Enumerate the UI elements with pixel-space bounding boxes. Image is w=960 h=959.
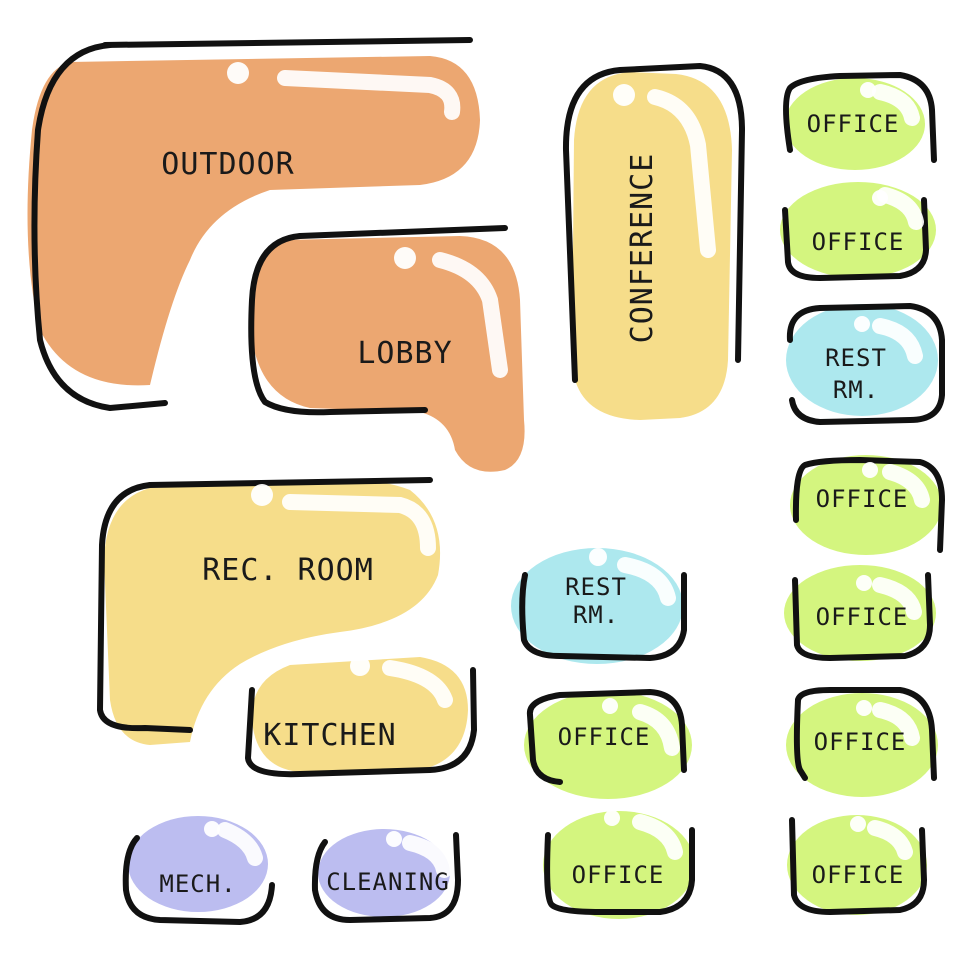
room-office-right-6: OFFICE (787, 815, 927, 915)
kitchen-label: KITCHEN (263, 718, 396, 753)
mech-label: MECH. (159, 870, 236, 898)
conference-label: CONFERENCE (625, 153, 660, 344)
lobby-label: LOBBY (357, 336, 452, 371)
rest-room-center-label-line1: REST (565, 573, 627, 601)
room-mech: MECH. (122, 816, 275, 925)
office-center-2-label: OFFICE (572, 861, 665, 889)
room-outdoor: OUTDOOR (27, 37, 480, 411)
office-right-1-label: OFFICE (807, 110, 900, 138)
room-rec-room: REC. ROOM (97, 477, 441, 745)
rec-room-label: REC. ROOM (202, 553, 374, 588)
room-office-right-1: OFFICE (783, 72, 937, 170)
room-rest-room-right: REST RM. (786, 303, 945, 425)
room-lobby: LOBBY (248, 225, 525, 472)
room-office-right-4: OFFICE (784, 565, 936, 661)
outdoor-label: OUTDOOR (161, 147, 294, 182)
office-right-2-label: OFFICE (812, 228, 905, 256)
rest-room-right-label-line2: RM. (833, 376, 879, 404)
office-right-5-label: OFFICE (814, 728, 907, 756)
room-conference: CONFERENCE (562, 63, 745, 420)
room-cleaning: CLEANING (311, 829, 461, 923)
office-right-4-label: OFFICE (816, 603, 909, 631)
cleaning-label: CLEANING (326, 868, 450, 896)
office-right-3-label: OFFICE (816, 485, 909, 513)
room-office-right-3: OFFICE (790, 455, 945, 555)
office-center-1-label: OFFICE (558, 723, 651, 751)
room-office-center-2: OFFICE (543, 810, 695, 919)
room-kitchen: KITCHEN (245, 656, 477, 778)
room-office-center-1: OFFICE (524, 689, 692, 799)
room-office-right-2: OFFICE (780, 182, 936, 281)
rest-room-center-label-line2: RM. (573, 601, 619, 629)
room-office-right-5: OFFICE (786, 687, 938, 797)
office-right-6-label: OFFICE (812, 861, 905, 889)
room-rest-room-center: REST RM. (511, 548, 687, 664)
rest-room-right-label-line1: REST (825, 344, 887, 372)
